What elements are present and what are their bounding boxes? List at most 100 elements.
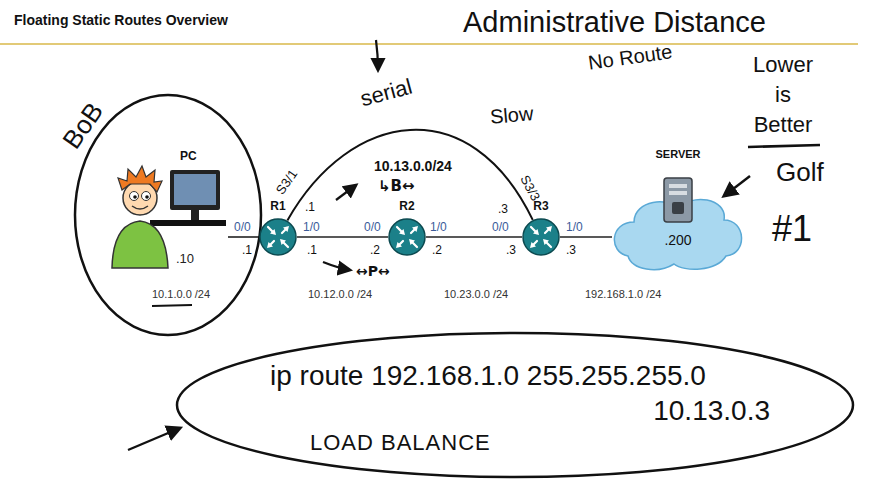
user-circle — [75, 95, 261, 335]
user-hair — [118, 166, 162, 192]
port-name: S3/1 — [274, 167, 302, 197]
user-pupil — [133, 195, 137, 199]
subnet-label: 10.23.0.0 /24 — [444, 288, 508, 301]
port-name: 0/0 — [364, 221, 381, 235]
server-cloud: SERVER .200 — [612, 148, 744, 272]
router-arrows — [268, 227, 288, 247]
note-text: #1 — [772, 208, 812, 249]
monitor-frame — [170, 170, 220, 210]
router-arrow-head — [543, 239, 549, 245]
user-name: BoB — [57, 97, 110, 154]
command-ellipse — [177, 333, 853, 477]
subnet-label: 192.168.1.0 /24 — [585, 288, 661, 301]
link-line — [297, 236, 388, 238]
command-text: ip route 192.168.1.0 255.255.255.0 10.13… — [270, 358, 770, 428]
router-arrow-head — [267, 242, 273, 248]
router-arrow-head — [412, 226, 418, 232]
port-name: 1/0 — [303, 221, 320, 235]
note-text: LOAD BALANCE — [310, 430, 491, 455]
host-address: .1 — [242, 244, 252, 258]
pointer-arrow — [376, 40, 378, 70]
serial-link — [287, 130, 532, 221]
note-text: No Route — [587, 40, 674, 75]
server-panel — [672, 202, 684, 214]
pointer-arrow — [336, 185, 356, 200]
server-name: SERVER — [612, 148, 744, 161]
note-heading: Administrative Distance — [463, 6, 766, 39]
subnet-label: 10.12.0.0 /24 — [308, 288, 372, 301]
user-eye — [130, 192, 139, 201]
router-arrow-head — [396, 242, 402, 248]
router-arrow-head — [530, 242, 536, 248]
user-smile — [132, 206, 148, 209]
link-note: ↳B↔ — [378, 178, 415, 195]
server-tower — [664, 178, 692, 222]
port-name: 1/0 — [566, 221, 583, 235]
link-line — [426, 236, 522, 238]
router-arrows — [531, 227, 551, 247]
host-address: .1 — [307, 244, 317, 258]
user-zone: BoBPC.10 — [73, 93, 263, 337]
server-slot — [669, 184, 687, 188]
router-arrow-head — [533, 229, 539, 235]
link-note: ↔P↔ — [356, 263, 390, 279]
link-line — [560, 236, 612, 238]
router-arrow-head — [409, 239, 415, 245]
monitor-stand — [191, 210, 199, 220]
router-body — [260, 219, 296, 255]
user-body — [112, 221, 168, 268]
router-arrows — [397, 227, 417, 247]
note-text: Golf — [776, 158, 824, 188]
server-address: .200 — [612, 232, 744, 248]
page-title: Floating Static Routes Overview — [14, 12, 228, 28]
router-arrow-head — [399, 229, 405, 235]
command-note: ip route 192.168.1.0 255.255.255.0 10.13… — [170, 330, 860, 480]
link-line — [228, 236, 259, 238]
router-icon: R2 — [388, 218, 426, 256]
link-note: Slow — [489, 102, 534, 129]
host-name: PC — [180, 150, 197, 164]
port-name: 1/0 — [430, 221, 447, 235]
host-address: .3 — [506, 244, 516, 258]
figure-part — [259, 218, 297, 256]
router-arrow-head — [280, 239, 286, 245]
host-address: .3 — [498, 203, 508, 217]
port-name: 0/0 — [234, 221, 251, 235]
pointer-arrow — [724, 176, 750, 196]
router-name: R2 — [388, 200, 426, 214]
host-address: .3 — [566, 244, 576, 258]
port-name: 0/0 — [492, 221, 509, 235]
router-icon: R1 — [259, 218, 297, 256]
note-text: Lower is Better — [745, 50, 821, 140]
pointer-arrow — [323, 262, 350, 270]
router-icon: R3 — [522, 218, 560, 256]
underline-stroke — [152, 305, 192, 306]
pointer-arrow — [128, 428, 180, 450]
router-body — [389, 219, 425, 255]
router-arrow-head — [283, 226, 289, 232]
router-body — [523, 219, 559, 255]
title-rule — [0, 43, 858, 45]
figure-part — [388, 218, 426, 256]
user-eye — [142, 192, 151, 201]
server-slot — [669, 191, 687, 195]
link-label: 10.13.0.0/24 — [372, 158, 454, 174]
desk — [150, 220, 226, 226]
figure-part — [612, 148, 744, 272]
host-address: .1 — [305, 201, 315, 215]
router-arrow-head — [546, 226, 552, 232]
underline-stroke — [748, 145, 820, 147]
figure-part — [522, 218, 560, 256]
router-arrow-head — [270, 229, 276, 235]
figure-part — [100, 148, 228, 276]
user-pupil — [145, 195, 149, 199]
router-name: R1 — [259, 200, 297, 214]
subnet-label: 10.1.0.0 /24 — [152, 288, 210, 301]
host-address: .2 — [432, 244, 442, 258]
link-note: serial — [358, 74, 415, 112]
monitor-screen — [174, 174, 216, 205]
host-address: .2 — [370, 244, 380, 258]
host-address: .10 — [176, 252, 194, 267]
